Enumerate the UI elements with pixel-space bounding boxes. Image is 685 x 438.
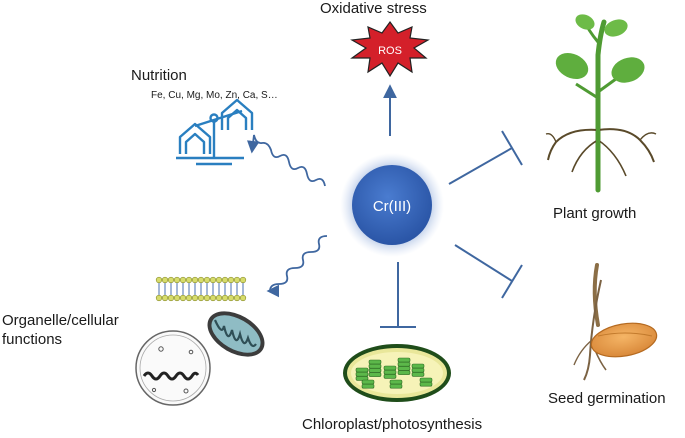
center-label: Cr(III) xyxy=(373,198,411,215)
chloroplast-icon xyxy=(343,344,451,402)
inhibit-seed-germination xyxy=(454,244,523,299)
wavy-arrow-nutrition xyxy=(246,134,326,187)
seed-icon xyxy=(573,263,658,381)
mitochondrion-icon xyxy=(207,311,265,357)
chloroplast-label: Chloroplast/photosynthesis xyxy=(302,416,483,433)
oxidative-stress-label: Oxidative stress xyxy=(320,0,427,17)
seed-germination-label: Seed germination xyxy=(548,390,666,407)
organelle-label-line1: Organelle/cellular xyxy=(2,312,119,329)
ros-badge: ROS xyxy=(350,20,430,78)
membrane-icon xyxy=(155,276,247,302)
nutrients-list: Fe, Cu, Mg, Mo, Zn, Ca, S… xyxy=(151,90,278,101)
inhibit-chloroplast xyxy=(380,262,416,328)
ros-label: ROS xyxy=(378,45,402,57)
organelle-label-line2: functions xyxy=(2,331,63,348)
inhibit-plant-growth xyxy=(448,130,523,185)
center-node: Cr(III) xyxy=(340,153,444,257)
plant-growth-label: Plant growth xyxy=(553,205,637,222)
plant-icon xyxy=(545,14,657,193)
wavy-arrow-organelle xyxy=(266,235,328,298)
balance-scale-icon xyxy=(176,98,254,166)
cell-icon xyxy=(135,330,211,406)
nutrition-label: Nutrition xyxy=(131,67,187,84)
